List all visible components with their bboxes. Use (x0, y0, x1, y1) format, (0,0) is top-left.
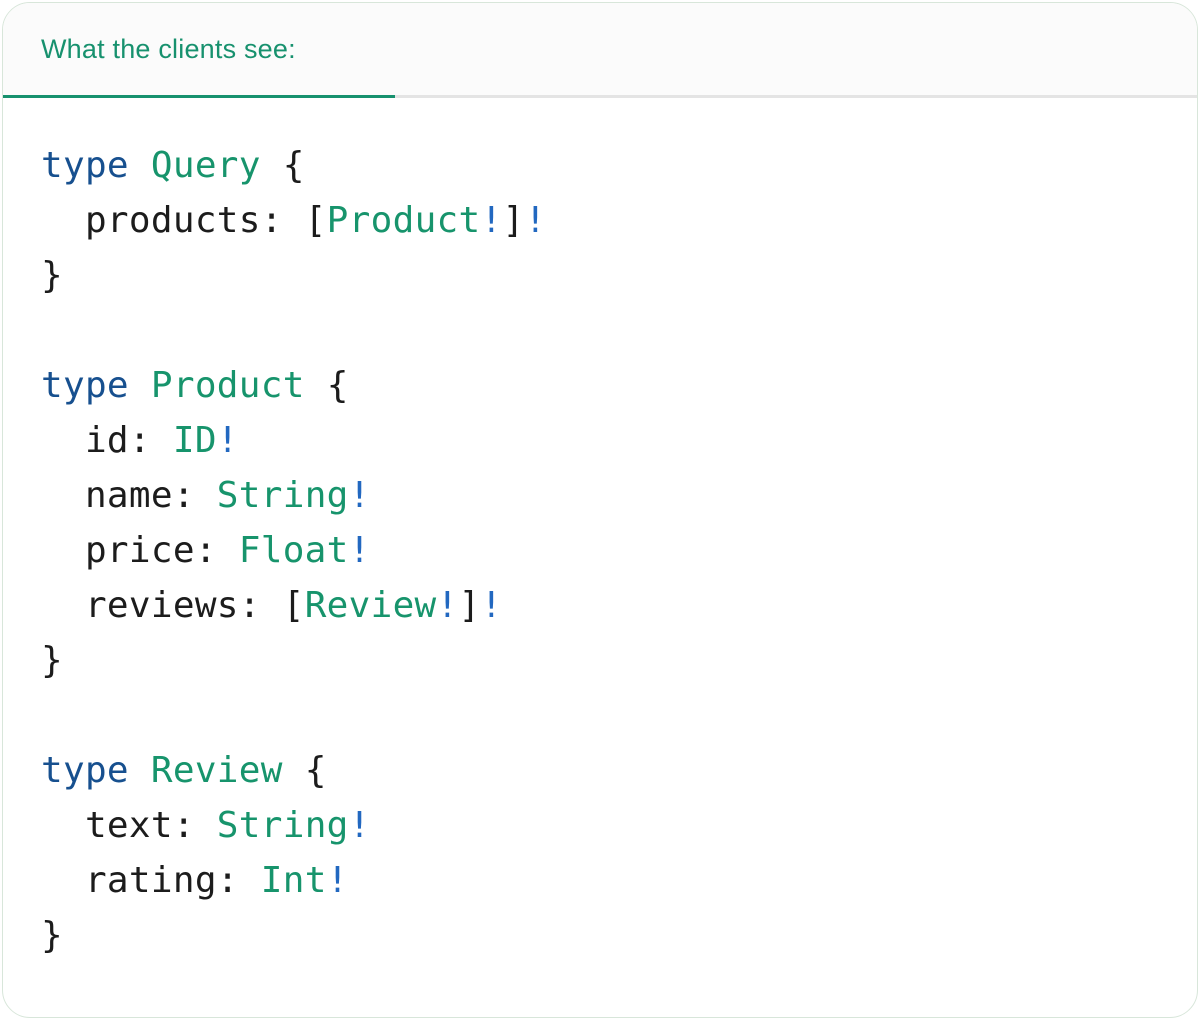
code-line: products: [Product!]! (41, 193, 1157, 248)
code-token-plain (129, 365, 151, 406)
code-token-bang: ! (348, 475, 371, 516)
code-line: } (41, 633, 1157, 688)
code-block: type Query { products: [Product!]!}type … (3, 98, 1197, 993)
code-token-type: Int (260, 860, 327, 901)
code-token-plain: } (41, 640, 63, 681)
code-token-bang: ! (348, 805, 371, 846)
code-token-type: Review (150, 750, 283, 791)
code-line: price: Float! (41, 523, 1157, 578)
tab-bar: What the clients see: (3, 3, 1197, 98)
code-line (41, 688, 1157, 743)
code-token-bang: ! (348, 530, 371, 571)
code-token-plain: id: (41, 420, 173, 461)
tab-label: What the clients see: (41, 33, 296, 64)
code-token-type: Product (326, 200, 481, 241)
code-line: } (41, 248, 1157, 303)
code-line: } (41, 908, 1157, 963)
code-token-plain: { (282, 750, 327, 791)
code-line: type Review { (41, 743, 1157, 798)
code-token-plain: reviews: [ (41, 585, 305, 626)
code-token-plain: } (41, 915, 63, 956)
code-token-type: String (216, 475, 349, 516)
code-token-type: Product (150, 365, 305, 406)
code-line: reviews: [Review!]! (41, 578, 1157, 633)
code-token-bang: ! (436, 585, 459, 626)
code-line: name: String! (41, 468, 1157, 523)
code-line: id: ID! (41, 413, 1157, 468)
code-token-plain: price: (41, 530, 239, 571)
code-token-bang: ! (326, 860, 349, 901)
code-token-bang: ! (524, 200, 547, 241)
code-token-bang: ! (216, 420, 239, 461)
code-token-plain: ] (502, 200, 525, 241)
code-token-type: Query (150, 145, 261, 186)
code-token-plain: { (304, 365, 349, 406)
code-line (41, 303, 1157, 358)
code-token-type: ID (172, 420, 217, 461)
code-token-kw: type (41, 365, 129, 406)
code-token-plain: ] (458, 585, 481, 626)
code-token-plain: name: (41, 475, 217, 516)
code-line: type Product { (41, 358, 1157, 413)
code-line: type Query { (41, 138, 1157, 193)
code-token-plain: text: (41, 805, 217, 846)
code-token-type: Float (238, 530, 349, 571)
code-line: rating: Int! (41, 853, 1157, 908)
code-line: text: String! (41, 798, 1157, 853)
code-token-type: Review (304, 585, 437, 626)
tab-what-clients-see[interactable]: What the clients see: (3, 3, 395, 98)
code-token-bang: ! (480, 585, 503, 626)
code-token-kw: type (41, 750, 129, 791)
code-token-type: String (216, 805, 349, 846)
code-token-plain (129, 750, 151, 791)
code-token-plain: } (41, 255, 63, 296)
code-token-plain: products: [ (41, 200, 327, 241)
code-token-plain (129, 145, 151, 186)
code-token-kw: type (41, 145, 129, 186)
code-token-plain: { (260, 145, 305, 186)
code-token-bang: ! (480, 200, 503, 241)
code-token-plain: rating: (41, 860, 261, 901)
